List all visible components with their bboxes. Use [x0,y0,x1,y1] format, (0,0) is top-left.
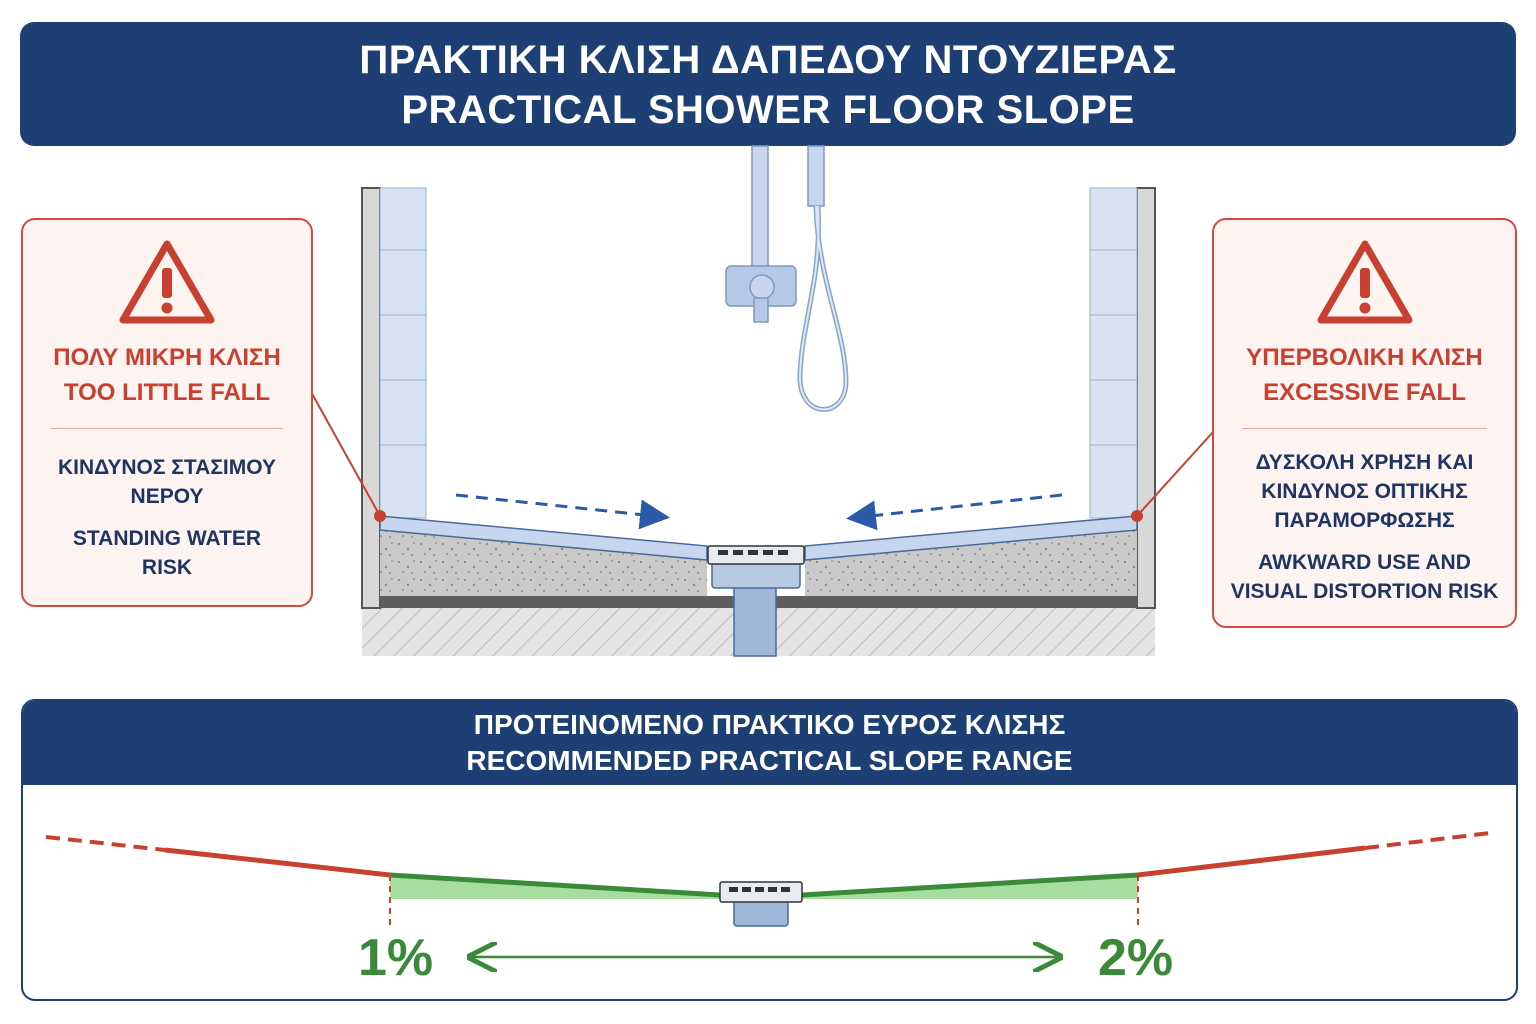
too-little-fall-card: ΠΟΛΥ ΜΙΚΡΗ ΚΛΙΣΗ TOO LITTLE FALL ΚΙΝΔΥΝΟ… [21,218,313,607]
right-red-line [1137,845,1366,878]
title-english: PRACTICAL SHOWER FLOOR SLOPE [401,88,1135,132]
title-greek: ΠΡΑΚΤΙΚΗ ΚΛΙΣΗ ΔΑΠΕΔΟΥ ΝΤΟΥΖΙΕΡΑΣ [359,38,1177,82]
left-title-english: TOO LITTLE FALL [63,379,271,406]
left-body-english-1: STANDING WATER [72,527,262,550]
range-header-greek: ΠΡΟΤΕΙΝΟΜΕΝΟ ΠΡΑΚΤΙΚΟ ΕΥΡΟΣ ΚΛΙΣΗΣ [473,709,1066,740]
range-header-english: RECOMMENDED PRACTICAL SLOPE RANGE [466,745,1073,776]
left-leader-line [309,389,381,517]
left-red-line [164,847,391,878]
max-slope-label: 2% [1098,929,1174,987]
left-red-dashed-line [45,835,166,852]
left-title-greek: ΠΟΛΥ ΜΙΚΡΗ ΚΛΙΣΗ [53,344,281,371]
shower-mixer [725,145,849,412]
warning-triangle-icon [119,240,215,324]
right-leader-dot [1131,510,1143,522]
right-wall [1089,187,1156,609]
excessive-fall-card: ΥΠΕΡΒΟΛΙΚΗ ΚΛΙΣΗ EXCESSIVE FALL ΔΥΣΚΟΛΗ … [1212,218,1517,628]
left-flow-arrow [455,493,670,530]
warning-triangle-icon [1317,240,1412,324]
right-divider [1242,428,1487,429]
right-body-greek-2: ΚΙΝΔΥΝΟΣ ΟΠΤΙΚΗΣ [1261,480,1468,503]
left-body-greek-1: ΚΙΝΔΥΝΟΣ ΣΤΑΣΙΜΟΥ [57,456,277,479]
left-leader-dot [374,510,386,522]
right-title-greek: ΥΠΕΡΒΟΛΙΚΗ ΚΛΙΣΗ [1246,344,1483,371]
left-body-english-2: RISK [141,556,193,579]
right-red-dashed-line [1364,831,1491,850]
right-green-line [801,872,1139,898]
left-green-line [389,872,721,898]
right-flow-arrow [846,493,1063,531]
right-body-english-1: AWKWARD USE AND [1258,551,1471,574]
floor-drain [707,545,805,657]
left-divider [51,428,283,429]
left-body-greek-2: ΝΕΡΟΥ [130,485,204,508]
right-body-english-2: VISUAL DISTORTION RISK [1230,580,1499,603]
left-wall [361,187,427,609]
title-banner: ΠΡΑΚΤΙΚΗ ΚΛΙΣΗ ΔΑΠΕΔΟΥ ΝΤΟΥΖΙΕΡΑΣ PRACTI… [20,22,1516,146]
range-drain-icon [719,881,803,927]
right-floor-tile [804,515,1138,561]
min-slope-label: 1% [358,929,434,987]
right-body-greek-1: ΔΥΣΚΟΛΗ ΧΡΗΣΗ ΚΑΙ [1255,451,1474,474]
left-screed [380,530,707,596]
right-title-english: EXCESSIVE FALL [1263,379,1466,406]
right-body-greek-3: ΠΑΡΑΜΟΡΦΩΣΗΣ [1274,509,1455,532]
left-floor-tile [379,515,708,561]
right-leader-line [1136,431,1214,517]
right-screed [805,530,1137,596]
range-panel-header: ΠΡΟΤΕΙΝΟΜΕΝΟ ΠΡΑΚΤΙΚΟ ΕΥΡΟΣ ΚΛΙΣΗΣ RECOM… [23,701,1516,785]
